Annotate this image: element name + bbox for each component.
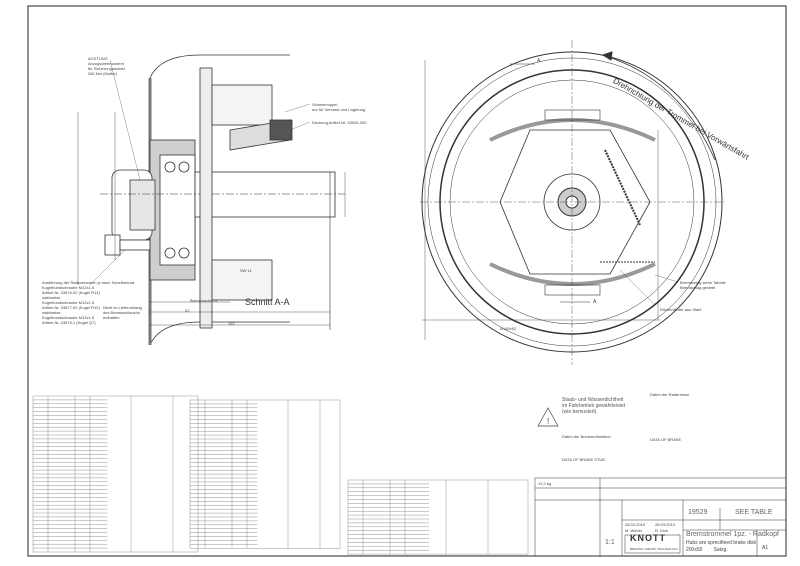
brake-data-title: Daten der Bremsenfunktion <box>562 434 611 439</box>
name-1: M. Weber <box>625 528 643 533</box>
section-mark-bottom: A <box>593 299 597 305</box>
dim-brake-shoe: Bremsbacke 51 <box>190 298 218 303</box>
drawing-number: 19529 <box>688 509 708 516</box>
axle-data-title: Daten der Radbremse <box>650 392 690 397</box>
note-attention: ACHTUNG Anzugsdrehmoment für Sicherungsm… <box>88 56 126 76</box>
name-2: R. Dick <box>655 528 668 533</box>
svg-text:!: ! <box>547 417 549 426</box>
date-2: 28.03.2010 <box>655 522 676 527</box>
note-wheel-bolts: Ausführung der Radschrauben je nach Sche… <box>42 280 136 325</box>
dim-sw: SW 11 <box>240 268 252 273</box>
note-spring: Rückholfeder aus Stahl <box>660 307 702 312</box>
parts-table-3 <box>347 479 529 555</box>
axle-data-en: DATA OF BRAKE <box>650 437 682 442</box>
dim-bottom: Ø145x62 <box>500 326 517 331</box>
section-label: Schnitt A-A <box>245 297 290 307</box>
material: 200x50 Satzg. <box>686 547 728 553</box>
note-grease-nipple: Schmiernippel nur für Versand und Lageru… <box>312 102 366 112</box>
sheet-size: A1 <box>762 545 769 551</box>
front-view-drawing <box>420 40 725 365</box>
sheet-frame <box>27 5 787 557</box>
note-cap: Deckung Artikel-Nr. 33925-300 <box>312 120 367 125</box>
warning-note: Staub- und Wasserdichtheit im Fahrbetrie… <box>562 397 626 415</box>
dim-162: 162 <box>228 321 235 326</box>
note-delivery: Nicht im Lieferumfang des Bremsschlauchs… <box>103 305 142 320</box>
title-en: Hubs are sprecifieed brake disk <box>686 540 757 546</box>
title-de: Bremstrommel 1pz. - Radkopf <box>686 531 779 538</box>
knott-logo <box>624 534 681 554</box>
company-name: KNOTT <box>630 533 666 543</box>
note-brake-lining: Bremsbelag siehe Tabelle Bremsbelag gekl… <box>680 280 726 290</box>
warning-icon <box>537 407 559 427</box>
section-mark-top: A <box>537 58 541 64</box>
brake-data-en: DATA OF BRAKE STUB <box>562 457 605 462</box>
dim-52: 52 <box>185 308 190 313</box>
section-view-drawing <box>77 54 346 346</box>
date-1: 28.03.2010 <box>625 522 646 527</box>
company-sub: BRAKING THEORY TECHNOLOGY <box>630 547 679 551</box>
see-table: SEE TABLE <box>735 509 773 516</box>
weight: 12,2 kg <box>538 481 552 486</box>
scale: 1:1 <box>605 539 615 546</box>
title-block <box>534 477 787 557</box>
